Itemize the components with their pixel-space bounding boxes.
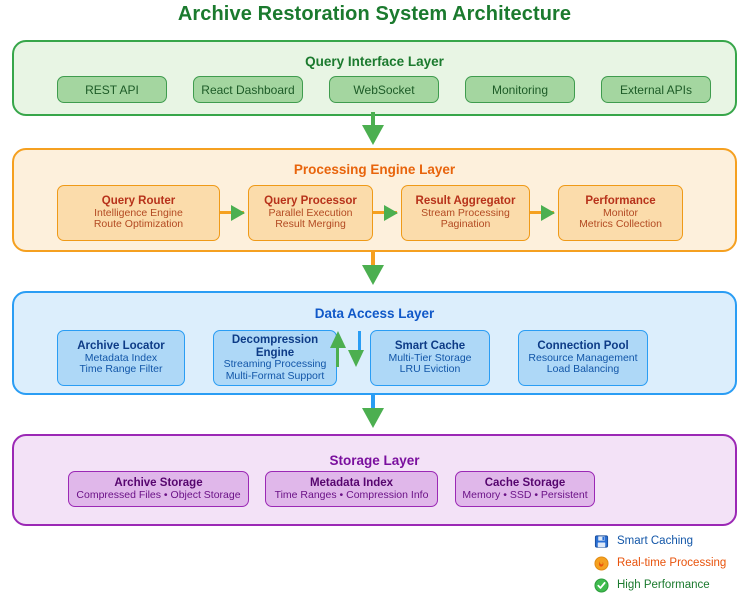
node-archive-storage-sub1: Compressed Files • Object Storage: [76, 488, 241, 501]
node-query-processor-head: Query Processor: [264, 195, 357, 208]
arrow-head-query-to-processing: [362, 125, 384, 145]
arrow-head-decompression-up: [330, 331, 346, 348]
arrow-head-processor-to-aggregator: [384, 205, 398, 221]
layer-title-processing-engine: Processing Engine Layer: [293, 162, 456, 177]
node-archive-storage[interactable]: Archive Storage Compressed Files • Objec…: [68, 471, 249, 507]
page-title: Archive Restoration System Architecture: [177, 3, 572, 25]
node-smart-cache-sub2: LRU Eviction: [399, 363, 461, 376]
node-smart-cache-head: Smart Cache: [394, 340, 466, 353]
legend-item-realtime-processing: Real-time Processing: [592, 552, 749, 574]
node-cache-storage[interactable]: Cache Storage Memory • SSD • Persistent: [455, 471, 595, 507]
node-query-router[interactable]: Query Router Intelligence Engine Route O…: [57, 185, 220, 241]
flame-circle-icon: [592, 554, 610, 572]
node-metadata-index-sub1: Time Ranges • Compression Info: [274, 488, 429, 501]
node-monitoring[interactable]: Monitoring: [465, 76, 575, 103]
legend-label-realtime-processing: Real-time Processing: [617, 557, 727, 569]
arrow-stem-data-to-storage: [371, 393, 375, 411]
node-query-processor[interactable]: Query Processor Parallel Execution Resul…: [248, 185, 373, 241]
arrow-stem-decompression-up: [336, 345, 339, 367]
node-archive-locator-sub1: Metadata Index: [84, 351, 158, 364]
node-result-aggregator-sub2: Pagination: [440, 218, 491, 231]
arrow-head-cache-down: [348, 350, 364, 367]
arrow-head-aggregator-to-performance: [541, 205, 555, 221]
node-query-router-sub1: Intelligence Engine: [94, 206, 183, 219]
node-performance-sub2: Metrics Collection: [579, 218, 662, 231]
floppy-disk-icon: [592, 532, 610, 550]
node-react-dashboard[interactable]: React Dashboard: [193, 76, 303, 103]
node-websocket[interactable]: WebSocket: [329, 76, 439, 103]
node-query-router-sub2: Route Optimization: [93, 218, 184, 231]
node-cache-storage-sub1: Memory • SSD • Persistent: [462, 488, 588, 501]
arrow-head-processing-to-data: [362, 265, 384, 285]
node-smart-cache[interactable]: Smart Cache Multi-Tier Storage LRU Evict…: [370, 330, 490, 386]
legend: Smart Caching Real-time Processing High …: [592, 530, 749, 596]
arrow-stem-query-to-processing: [371, 112, 375, 128]
arrow-head-data-to-storage: [362, 408, 384, 428]
node-result-aggregator-sub1: Stream Processing: [421, 206, 510, 219]
node-external-apis[interactable]: External APIs: [601, 76, 711, 103]
node-react-dashboard-label: React Dashboard: [201, 82, 295, 97]
legend-item-high-performance: High Performance: [592, 574, 749, 596]
node-result-aggregator-head: Result Aggregator: [415, 195, 516, 208]
node-performance-sub1: Monitor: [602, 206, 638, 219]
node-cache-storage-head: Cache Storage: [484, 477, 566, 489]
layer-title-storage: Storage Layer: [329, 453, 420, 468]
node-result-aggregator[interactable]: Result Aggregator Stream Processing Pagi…: [401, 185, 530, 241]
node-external-apis-label: External APIs: [619, 82, 693, 97]
node-query-processor-sub1: Parallel Execution: [268, 206, 353, 219]
node-archive-locator-head: Archive Locator: [77, 340, 165, 353]
node-monitoring-label: Monitoring: [491, 82, 549, 97]
node-performance-head: Performance: [585, 195, 656, 208]
node-decompression-engine-sub1: Streaming Processing: [223, 358, 327, 370]
node-rest-api[interactable]: REST API: [57, 76, 167, 103]
legend-item-smart-caching: Smart Caching: [592, 530, 749, 552]
node-metadata-index-head: Metadata Index: [309, 477, 394, 489]
arrow-stem-processing-to-data: [371, 250, 375, 268]
node-metadata-index[interactable]: Metadata Index Time Ranges • Compression…: [265, 471, 438, 507]
layer-title-data-access: Data Access Layer: [314, 306, 435, 321]
node-decompression-engine[interactable]: Decompression Engine Streaming Processin…: [213, 330, 337, 386]
node-archive-locator[interactable]: Archive Locator Metadata Index Time Rang…: [57, 330, 185, 386]
node-archive-locator-sub2: Time Range Filter: [79, 363, 163, 376]
arrow-head-router-to-processor: [231, 205, 245, 221]
node-connection-pool[interactable]: Connection Pool Resource Management Load…: [518, 330, 648, 386]
node-decompression-engine-head: Decompression Engine: [231, 334, 319, 359]
node-websocket-label: WebSocket: [353, 82, 415, 97]
node-connection-pool-sub1: Resource Management: [528, 351, 638, 364]
node-query-router-head: Query Router: [101, 195, 176, 208]
node-smart-cache-sub1: Multi-Tier Storage: [388, 351, 472, 364]
layer-title-query-interface: Query Interface Layer: [305, 54, 444, 69]
node-performance[interactable]: Performance Monitor Metrics Collection: [558, 185, 683, 241]
node-connection-pool-sub2: Load Balancing: [546, 363, 620, 376]
node-query-processor-sub2: Result Merging: [275, 218, 346, 231]
legend-label-high-performance: High Performance: [617, 579, 710, 591]
node-connection-pool-head: Connection Pool: [537, 340, 629, 353]
arrow-stem-cache-down: [358, 331, 361, 353]
node-rest-api-label: REST API: [85, 82, 139, 97]
node-decompression-engine-sub2: Multi-Format Support: [225, 369, 325, 382]
check-circle-icon: [592, 576, 610, 594]
legend-label-smart-caching: Smart Caching: [617, 535, 694, 547]
node-archive-storage-head: Archive Storage: [114, 477, 203, 489]
